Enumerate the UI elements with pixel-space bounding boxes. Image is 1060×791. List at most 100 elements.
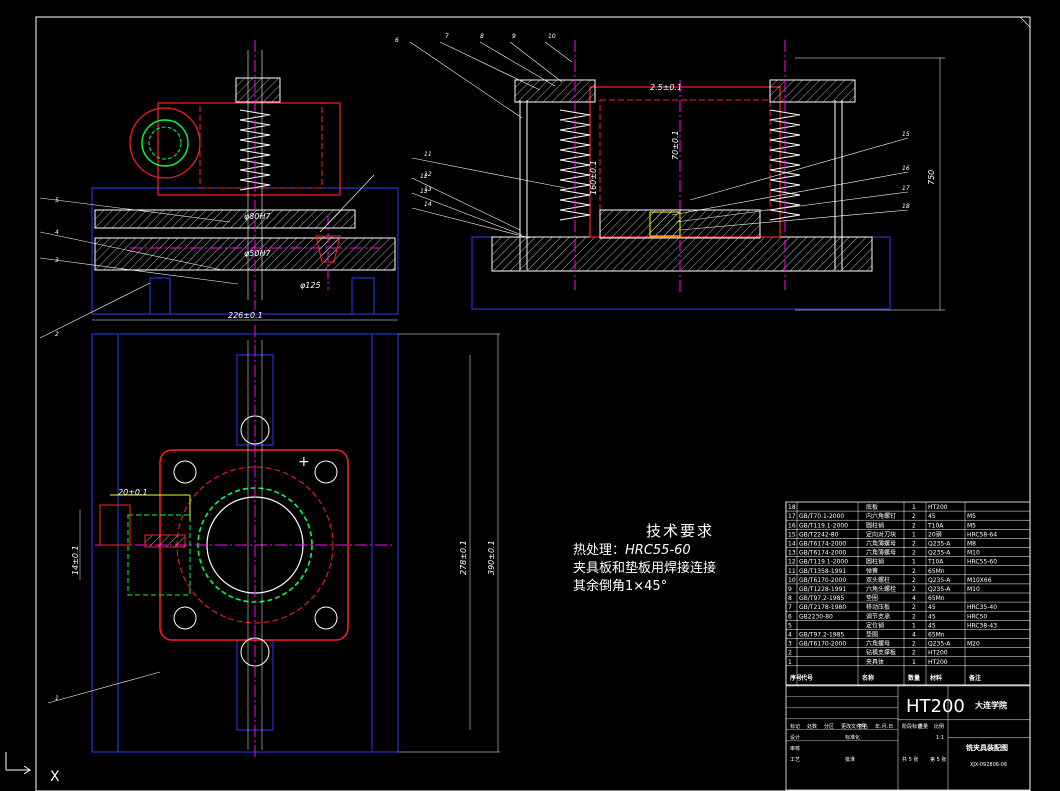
bom-cell: M10	[967, 586, 980, 593]
svg-text:12: 12	[424, 171, 432, 178]
designer-label: 设计	[790, 734, 800, 741]
bom-cell: M10X66	[967, 577, 992, 584]
svg-text:14: 14	[424, 201, 432, 208]
tech-line-2: 夹具板和垫板用焊接连接	[573, 561, 717, 576]
svg-text:X: X	[50, 769, 60, 785]
bom-cell: 2	[912, 586, 916, 593]
bom-cell: 4	[912, 595, 916, 602]
bom-cell: GB/T119.1-2000	[799, 559, 848, 566]
ucs-icon: X	[5, 752, 60, 785]
svg-text:2: 2	[55, 331, 59, 338]
bom-cell: HRC35-40	[967, 604, 997, 611]
svg-text:15: 15	[902, 131, 910, 138]
sheet-count: 共 5 张	[902, 756, 918, 763]
bom-cell: HRC58-64	[967, 531, 997, 538]
stage-label: 重量	[918, 723, 928, 730]
bom-header-cell: 数量	[908, 674, 920, 682]
tech-title: 技术要求	[646, 522, 715, 540]
bom-cell: 2	[912, 650, 916, 657]
bom-cell: HT200	[928, 504, 948, 511]
bom-cell: 45	[928, 604, 936, 611]
bom-header-cell: 备注	[968, 674, 981, 682]
bom-cell: 15	[788, 531, 796, 538]
svg-text:12: 12	[420, 173, 428, 180]
bom-cell: M20	[967, 641, 980, 648]
svg-text:13: 13	[420, 188, 428, 195]
bom-cell: 六角薄螺母	[866, 549, 896, 557]
drawing-name: 铣夹具装配图	[965, 743, 1008, 752]
dim-d50: φ50H7	[244, 249, 271, 258]
bom-cell: 1	[912, 531, 916, 538]
bom-cell: HRC55-60	[967, 559, 997, 566]
technical-requirements: 技术要求 热处理：HRC55-60 夹具板和垫板用焊接连接 其余倒角1×45°	[573, 522, 716, 596]
bom-cell: 1	[912, 559, 916, 566]
bom-cell: 垫圈	[866, 594, 878, 602]
bom-cell: 六角头螺栓	[866, 585, 896, 593]
bom-cell: 45	[928, 513, 936, 520]
drawing-frame	[35, 16, 1031, 791]
bom-header-cell: 名称	[862, 674, 874, 682]
bom-cell: 65Mn	[928, 595, 945, 602]
bom-cell: GB/T119.1-2000	[799, 522, 848, 529]
bom-cell: 圆柱销	[866, 558, 884, 566]
bom-cell: GB/T6170-2000	[799, 577, 846, 584]
svg-text:17: 17	[902, 185, 910, 192]
dim-v160: 160±0.1	[589, 160, 598, 195]
dim-t25: 2.5±0.1	[650, 83, 682, 92]
bom-header-cell: 代号	[800, 674, 813, 682]
bom-cell: 内六角螺钉	[866, 512, 896, 520]
dim-v70: 70±0.1	[671, 130, 680, 160]
standardization-label: 标准化	[845, 734, 860, 741]
top-view: 20±0.1 14±0.1 390±0.1 278±0.1 1 +	[47, 325, 500, 760]
tech-line-1: 热处理：HRC55-60	[573, 543, 691, 558]
bom-cell: 移动压板	[866, 603, 890, 611]
material-label: HT200	[906, 696, 965, 717]
review-label: 审核	[790, 745, 800, 752]
bom-cell: 2	[912, 541, 916, 548]
bom-cell: 13	[788, 550, 796, 557]
bom-cell: 65Mn	[928, 568, 945, 575]
dim-h20: 20±0.1	[118, 488, 148, 497]
bom-cell: 14	[788, 541, 796, 548]
bom-cell: GB2230-80	[799, 613, 833, 620]
svg-text:5: 5	[55, 197, 59, 204]
side-view-right: 750 2.5±0.1 70±0.1 160±0.1 6 7 8 9 10 11…	[395, 33, 945, 311]
bom-cell: Q235-A	[928, 641, 951, 648]
left-lug-circle	[129, 107, 201, 179]
bom-cell: 2	[912, 577, 916, 584]
bom-cell: HT200	[928, 650, 948, 657]
dim-h278: 278±0.1	[459, 540, 468, 575]
bom-cell: 定向对刀块	[866, 530, 896, 538]
bom-cell: 17	[788, 513, 796, 520]
bom-cell: 6	[788, 613, 792, 620]
bom-cell: 垫圈	[866, 631, 878, 639]
svg-text:8: 8	[480, 33, 484, 40]
bom-cell: 20钢	[928, 530, 942, 538]
stage-label: 阶段标记	[902, 723, 922, 730]
bom-cell: 65Mn	[928, 632, 945, 639]
process-label: 工艺	[790, 757, 800, 763]
bom-cell: GB/T2242-80	[799, 531, 839, 538]
bom-cell: 底板	[866, 503, 878, 511]
bom-cell: M5	[967, 522, 976, 529]
bom-cell: 9	[788, 586, 792, 593]
svg-text:11: 11	[424, 151, 432, 158]
bom-cell: T10A	[927, 522, 944, 529]
title-row-label: 分区	[824, 723, 834, 730]
bom-cell: 2	[912, 613, 916, 620]
bom-cell: Q235-A	[928, 550, 951, 557]
bom-cell: 3	[788, 641, 792, 648]
dim-h390: 390±0.1	[487, 540, 496, 575]
crosshair-plus: +	[298, 454, 310, 470]
bom-cell: 2	[912, 550, 916, 557]
bom-cell: M8	[967, 541, 976, 548]
bom-cell: GB/T2178-1980	[799, 604, 846, 611]
bom-cell: 1	[912, 504, 916, 511]
bom-cell: GB/T70.1-2000	[799, 513, 844, 520]
dim-v14: 14±0.1	[71, 545, 80, 575]
bom-cell: 六角薄螺母	[866, 540, 896, 548]
bom-cell: Q235-A	[928, 586, 951, 593]
bom-cell: Q235-A	[928, 577, 951, 584]
